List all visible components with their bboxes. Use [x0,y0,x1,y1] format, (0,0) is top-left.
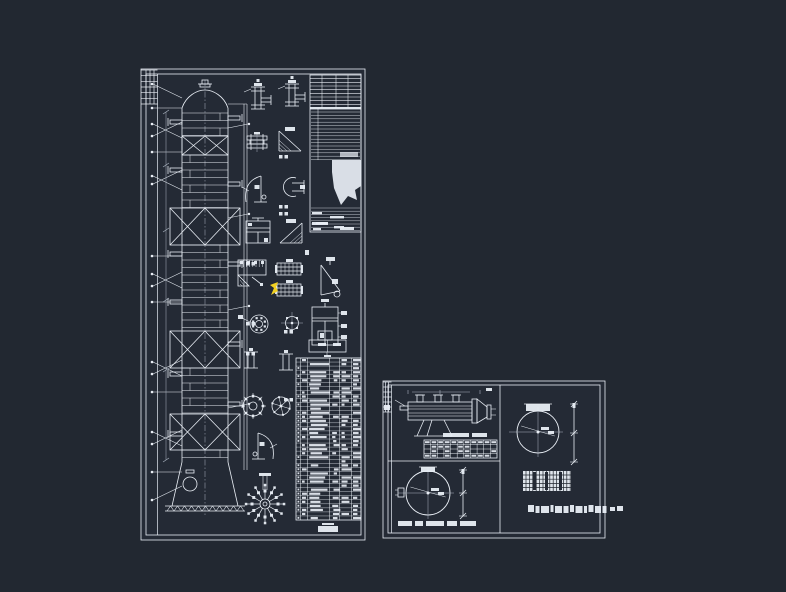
tower-assembly-sheet[interactable] [140,68,366,541]
sheet1-border [140,68,366,541]
title-strip [528,505,623,513]
caption-strip-left [398,521,476,526]
end-view-circle-2 [509,400,578,466]
vessel-side-view [394,390,496,437]
sheet2-layout [388,385,501,533]
selection-marker[interactable] [270,282,278,295]
end-view-circle-1 [395,466,467,520]
filled-grid-table [523,471,571,491]
detail-sheet[interactable] [382,380,623,539]
vessel-data-table [423,439,498,459]
sheet2-border [382,380,606,539]
design-data-table [309,74,362,233]
bom-table [295,339,362,532]
tower-elevation [150,79,251,516]
detail-views [237,76,347,525]
